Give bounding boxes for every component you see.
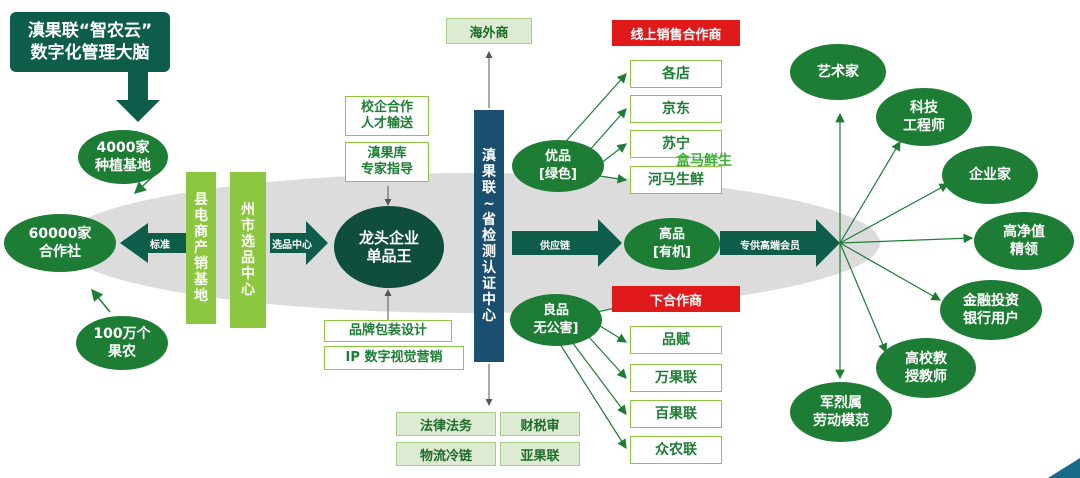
customer-artist-line1: 艺术家 [817,64,859,80]
planting-base-node: 4000家种植基地 [78,130,168,184]
customer-engineer: 科技工程师 [876,88,972,146]
premium-members-label: 专供高端会员 [740,241,800,252]
customer-finance-line2: 银行用户 [963,311,1019,327]
offline-partner-3: 众农联 [630,436,722,464]
planting-base-label: 种植基地 [95,158,151,174]
online-partner-1: 京东 [630,95,722,123]
customer-professor: 高校教授教师 [876,338,976,398]
premium-arrow [720,219,840,267]
offline-partner-0: 品赋 [630,326,722,354]
good-grade-line2: [绿色] [539,167,577,182]
title-line1: 滇果联“智农云” [27,21,153,41]
customer-hnw-line2: 精领 [1010,242,1038,258]
customer-finance: 金融投资银行用户 [940,280,1042,340]
tax-box: 财税审 [500,412,580,436]
farmers-node: 100万个果农 [76,316,168,370]
title-line2: 数字化管理大脑 [30,43,150,63]
online-partner-3: 河马生鲜 [630,166,722,194]
customer-hnw-line1: 高净值 [1003,224,1045,240]
good-grade-node: 优品 [绿色] [512,140,604,192]
online-partners-title: 线上销售合作商 [612,20,740,46]
fine-grade-line1: 良品 [542,303,569,318]
customer-high-net-worth: 高净值精领 [974,212,1074,270]
experts-line1: 滇果库 [367,146,407,161]
logistics-box: 物流冷链 [396,442,496,466]
county-base-text: 县电商产销基地 [194,192,208,304]
corner-tab [1048,458,1080,478]
supply-chain-arrow [512,219,622,267]
standard-arrow [120,223,186,263]
high-grade-node: 高品 [有机] [624,218,720,270]
cooperatives-count: 60000家 [28,226,92,242]
online-partner-0: 各店 [630,60,722,88]
customer-artist: 艺术家 [790,44,886,100]
customer-entrepreneur: 企业家 [942,146,1038,204]
online-partner-overlay: 盒马鲜生 [676,153,732,169]
high-grade-line1: 高品 [658,227,685,242]
standard-label: 标准 [150,240,170,251]
packaging-box: 品牌包装设计 [324,320,452,342]
experts-line2: 专家指导 [360,162,413,177]
talent-line2: 人才输送 [360,116,413,131]
cooperatives-node: 60000家合作社 [4,214,116,272]
leading-enterprise-node: 龙头企业单品王 [334,206,444,288]
ip-marketing-box: IP 数字视觉营销 [324,346,464,370]
customer-engineer-line1: 科技 [910,100,938,116]
prefecture-center-text: 州市选品中心 [241,202,255,298]
customer-martyr-line1: 军烈属 [820,395,862,411]
customer-martyr-family: 军烈属劳动模范 [790,382,892,442]
cooperatives-label: 合作社 [39,244,81,260]
selection-center-label: 选品中心 [272,240,312,251]
leading-enterprise-line2: 单品王 [366,247,412,265]
customer-martyr-line2: 劳动模范 [813,413,869,429]
certification-center-text: 滇果联~省检测认证中心 [482,148,496,324]
prefecture-center-bar: 州市选品中心 [230,172,266,328]
fine-grade-line2: 无公害] [533,321,579,336]
farmers-count: 100万个 [93,326,151,342]
title-down-arrow [116,72,160,122]
fine-grade-node: 良品无公害] [510,294,602,346]
online-partner-2: 苏宁 [630,130,722,158]
supply-chain-label: 供应链 [540,241,570,252]
offline-partner-2: 百果联 [630,400,722,428]
overseas-box: 海外商 [446,18,532,44]
title-box: 滇果联“智农云” 数字化管理大脑 [10,12,170,72]
talent-box: 校企合作人才输送 [345,96,429,136]
county-base-bar: 县电商产销基地 [186,172,216,324]
good-grade-line1: 优品 [544,149,571,164]
talent-line1: 校企合作 [360,100,413,115]
legal-box: 法律法务 [396,412,496,436]
asia-fruit-box: 亚果联 [500,442,580,466]
customer-finance-line1: 金融投资 [963,293,1019,309]
customer-entrepreneur-line1: 企业家 [969,167,1011,183]
customer-engineer-line2: 工程师 [903,118,945,134]
selection-center-arrow [270,221,328,265]
offline-partner-1: 万果联 [630,364,722,392]
customer-professor-line2: 授教师 [905,369,947,385]
certification-center-bar: 滇果联~省检测认证中心 [474,110,504,362]
experts-box: 滇果库专家指导 [345,142,429,182]
high-grade-line2: [有机] [653,245,691,260]
leading-enterprise-line1: 龙头企业 [358,229,419,247]
planting-base-count: 4000家 [96,140,150,156]
farmers-label: 果农 [107,344,136,360]
offline-partners-title: 下合作商 [612,286,740,312]
customer-professor-line1: 高校教 [905,351,947,367]
